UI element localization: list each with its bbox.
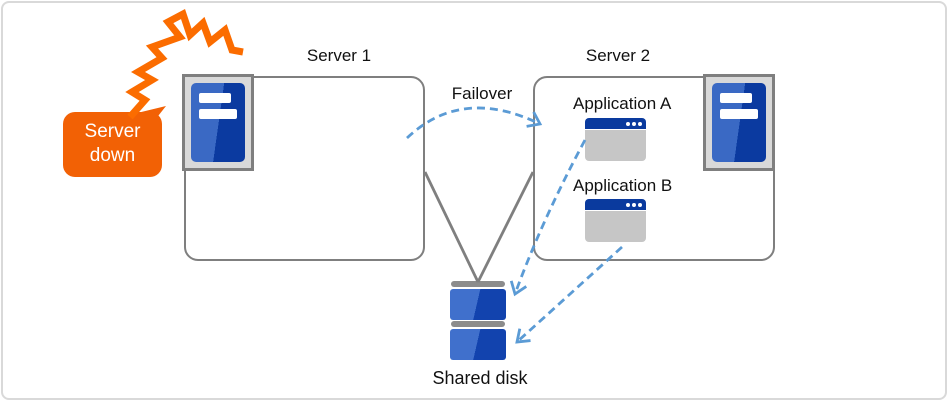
server1-title: Server 1 [306, 46, 372, 65]
titlebar-dot [626, 202, 630, 207]
app-window-titlebar [585, 199, 646, 210]
disk-cap [451, 321, 505, 327]
server-down-callout: Server down [63, 112, 162, 177]
failover-label: Failover [451, 84, 513, 103]
app-window-body [585, 130, 646, 161]
titlebar-dot [638, 121, 642, 126]
server-slot [720, 93, 752, 103]
server-slot [720, 109, 758, 119]
server1-icon [182, 74, 254, 171]
shared-disk-icon [450, 281, 506, 361]
app-window-body [585, 211, 646, 242]
titlebar-dot [632, 121, 636, 126]
disk-segment [450, 329, 506, 360]
server-tower-icon [712, 83, 766, 162]
disk-cap [451, 281, 505, 287]
disk-segment [450, 289, 506, 320]
server2-title: Server 2 [585, 46, 651, 65]
application-a-label: Application A [573, 94, 672, 113]
failover-arrow [406, 106, 543, 140]
titlebar-dot [638, 202, 642, 207]
shared-disk-label: Shared disk [432, 368, 528, 388]
titlebar-dot [626, 121, 630, 126]
application-b-icon [585, 199, 646, 242]
server-tower-icon [191, 83, 245, 162]
application-b-label: Application B [573, 176, 673, 195]
storage-link-lines [423, 171, 535, 283]
server2-icon [703, 74, 775, 171]
app-b-to-disk-arrow [515, 245, 623, 344]
app-window-titlebar [585, 118, 646, 129]
server-slot [199, 93, 231, 103]
server-slot [199, 109, 237, 119]
application-a-icon [585, 118, 646, 161]
titlebar-dot [632, 202, 636, 207]
